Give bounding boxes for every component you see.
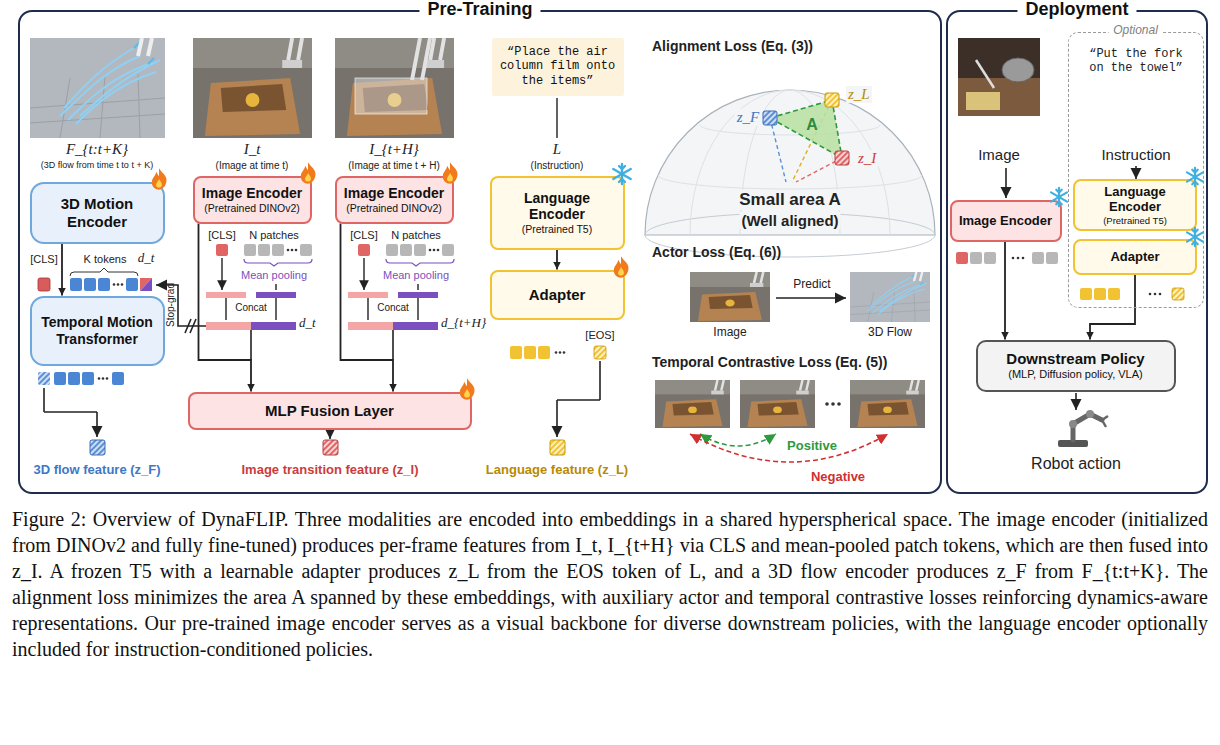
- token-label: N patches: [391, 229, 441, 242]
- adapter-box: Adapter: [490, 270, 625, 320]
- figure-caption: Figure 2: Overview of DynaFLIP. Three mo…: [12, 506, 1208, 662]
- thumbnail-label: 3D Flow: [868, 326, 912, 340]
- box-title: Downstream Policy: [1006, 350, 1144, 368]
- trainable-icons: [152, 162, 629, 400]
- box-subtitle: (Pretrained T5): [522, 223, 592, 235]
- image-tokens: [348, 244, 454, 360]
- encoder-box: Image Encoder(Pretrained DINOv2): [193, 176, 312, 224]
- box-title: 3D Motion Encoder: [37, 195, 158, 230]
- embedding-label: z_F: [735, 109, 762, 126]
- motion-tokens: [38, 268, 152, 291]
- encoder-box: 3D Motion Encoder: [30, 182, 165, 244]
- camera-image: [335, 38, 454, 138]
- token-label: K tokens: [84, 253, 127, 266]
- flow-image: [30, 38, 165, 138]
- box-subtitle: (MLP, Diffusion policy, VLA): [1008, 368, 1143, 381]
- pair-label: Negative: [811, 470, 865, 485]
- adapter-box: Adapter: [1073, 239, 1197, 275]
- panel-heading: Deployment: [1017, 0, 1136, 20]
- token-label: d_t: [138, 251, 155, 266]
- box-title: MLP Fusion Layer: [265, 402, 394, 420]
- image-tokens: [206, 244, 312, 360]
- token-label: [CLS]: [30, 253, 58, 266]
- output-label: Robot action: [1031, 455, 1121, 473]
- box-title: Image Encoder: [344, 185, 444, 202]
- box-title: Image Encoder: [202, 185, 302, 202]
- box-title: Language Encoder: [1080, 184, 1190, 215]
- token-label: [CLS]: [208, 229, 236, 242]
- feature-label: Image transition feature (z_I): [242, 463, 419, 478]
- flow-arrow: [556, 250, 558, 270]
- instruction-box: “Place the air column film onto the item…: [492, 38, 624, 96]
- pooling-label: Mean pooling: [383, 269, 449, 282]
- frozen-icons: [613, 164, 1203, 246]
- policy-box: Downstream Policy(MLP, Diffusion policy,…: [976, 340, 1176, 392]
- token-label: [CLS]: [350, 229, 378, 242]
- token-label: [EOS]: [585, 329, 614, 342]
- fusion-box: MLP Fusion Layer: [188, 392, 472, 430]
- temporal-illustration: [655, 380, 925, 462]
- camera-image: [193, 38, 312, 138]
- sphere-caption: (Well aligned): [739, 212, 840, 229]
- box-title: Language Encoder: [497, 190, 618, 223]
- actor-illustration: [690, 272, 930, 322]
- box-title: Adapter: [1110, 249, 1159, 264]
- encoder-box: Language Encoder(Pretrained T5): [1073, 179, 1197, 231]
- instruction-caption: (Instruction): [531, 160, 584, 172]
- instruction-text: “Put the fork on the towel”: [1080, 48, 1192, 76]
- fusion-output: [323, 431, 338, 455]
- feature-label: Language feature (z_L): [486, 463, 628, 478]
- stage-panel: Pre-Training3D Motion EncoderImage Encod…: [18, 10, 942, 494]
- stop-grad-label: Stop-grad: [165, 283, 177, 327]
- concat-label: Concat: [235, 302, 267, 314]
- box-title: Temporal Motion Transformer: [37, 314, 158, 347]
- motion-output-tokens: [38, 372, 124, 455]
- sphere-caption: Small area A: [737, 190, 842, 210]
- robot-icon: [1058, 410, 1108, 447]
- area-label: A: [806, 116, 818, 134]
- stage-panel: DeploymentOptionalLanguage Encoder(Pretr…: [946, 10, 1208, 494]
- image-symbol: I_t: [244, 141, 261, 158]
- panel-heading: Pre-Training: [419, 0, 540, 20]
- image-caption: (Image at time t): [216, 160, 289, 172]
- loss-title: Alignment Loss (Eq. (3)): [652, 38, 813, 54]
- box-subtitle: (Pretrained T5): [1103, 215, 1167, 226]
- flow-symbol: F_{t:t+K}: [66, 141, 128, 158]
- hypersphere: [645, 90, 935, 257]
- encoder-box: Language Encoder(Pretrained T5): [490, 176, 625, 250]
- pooling-label: Mean pooling: [241, 269, 307, 282]
- embedding-label: z_L: [846, 86, 872, 103]
- box-title: Image Encoder: [959, 213, 1052, 228]
- encoder-box: Image Encoder(Pretrained DINOv2): [335, 176, 454, 224]
- concat-label: Concat: [377, 302, 409, 314]
- embedding-label: z_I: [856, 150, 878, 167]
- flow-caption: (3D flow from time t to t + K): [41, 160, 153, 170]
- loss-title: Actor Loss (Eq. (6)): [652, 244, 781, 260]
- feature-label: 3D flow feature (z_F): [33, 463, 160, 478]
- box-title: Adapter: [529, 286, 586, 304]
- feature-symbol: d_t: [299, 316, 316, 331]
- flow-arrow: [1004, 242, 1006, 340]
- box-title: “Place the air column film onto the item…: [497, 45, 619, 87]
- thumbnail-label: Image: [713, 326, 746, 340]
- arrow-label: Predict: [793, 278, 830, 292]
- panel-heading: Optional: [1108, 24, 1163, 38]
- feature-symbol: d_{t+H}: [441, 316, 486, 331]
- instruction-symbol: L: [553, 141, 561, 158]
- pair-label: Positive: [787, 439, 837, 454]
- token-label: N patches: [249, 229, 299, 242]
- image-caption: (Image at time t + H): [348, 160, 439, 172]
- box-subtitle: (Pretrained DINOv2): [204, 202, 300, 214]
- image-symbol: I_{t+H}: [369, 141, 419, 158]
- input-label: Image: [978, 146, 1020, 163]
- input-label: Instruction: [1101, 146, 1170, 163]
- encoder-box: Image Encoder: [950, 200, 1062, 242]
- box-subtitle: (Pretrained DINOv2): [346, 202, 442, 214]
- loss-title: Temporal Contrastive Loss (Eq. (5)): [652, 354, 887, 370]
- flow-arrow: [61, 244, 63, 296]
- transformer-box: Temporal Motion Transformer: [30, 296, 165, 366]
